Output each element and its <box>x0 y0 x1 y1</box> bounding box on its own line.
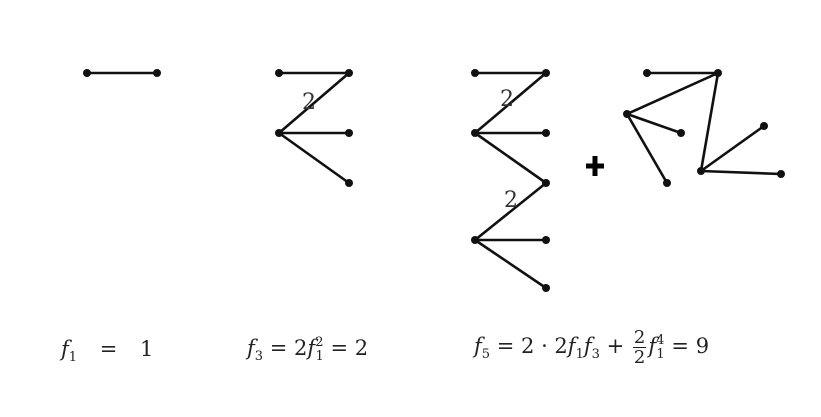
function-symbol: f <box>307 336 316 360</box>
vertex <box>714 69 722 77</box>
tree-f1 <box>83 69 161 77</box>
value: 9 <box>695 334 710 358</box>
subscript: 3 <box>591 347 600 362</box>
vertex <box>345 179 353 187</box>
function-symbol: f <box>61 337 69 361</box>
superscript: 2 <box>315 335 324 350</box>
fraction-numerator: 2 <box>633 327 646 348</box>
vertex <box>542 284 550 292</box>
subscript: 3 <box>254 349 264 364</box>
subscript: 1 <box>656 347 665 362</box>
vertex <box>275 129 283 137</box>
edge <box>473 71 548 135</box>
vertex <box>153 69 161 77</box>
vertex <box>760 122 768 130</box>
subscript: 1 <box>575 347 584 362</box>
vertex <box>542 129 550 137</box>
vertex <box>777 170 785 178</box>
edge <box>625 112 683 135</box>
subscript: 5 <box>481 347 491 362</box>
multiplicity-label: 2 <box>504 188 518 213</box>
edge <box>699 124 766 173</box>
function-symbol: f <box>474 334 482 358</box>
formula-f3: f3 = 2f21 = 2 <box>247 335 368 364</box>
vertex <box>663 179 671 187</box>
edge <box>277 131 351 185</box>
edge <box>277 71 351 135</box>
equals-sign: = <box>269 336 288 360</box>
vertex <box>542 179 550 187</box>
subscript: 1 <box>315 349 324 364</box>
vertex <box>542 69 550 77</box>
plus-operator: + <box>606 334 625 358</box>
function-symbol: f <box>247 336 255 360</box>
vertex <box>697 167 705 175</box>
coefficient: 2 · 2 <box>521 334 568 358</box>
vertex <box>471 69 479 77</box>
vertex <box>83 69 91 77</box>
subscript: 1 <box>68 350 78 365</box>
edge <box>699 169 783 176</box>
tree-f5-chain: 2 2 <box>471 69 550 292</box>
equals-sign: = <box>496 334 515 358</box>
superscript: 4 <box>656 333 665 348</box>
multiplicity-label: 2 <box>500 87 514 112</box>
edge <box>625 71 720 116</box>
vertex <box>677 129 685 137</box>
vertex <box>643 69 651 77</box>
tree-f3: 2 <box>275 69 353 187</box>
vertex <box>471 236 479 244</box>
vertex <box>275 69 283 77</box>
edge <box>699 71 720 173</box>
fraction-denominator: 2 <box>632 347 647 368</box>
vertex <box>623 110 631 118</box>
value: 2 <box>354 336 369 360</box>
equals-sign: = <box>330 336 349 360</box>
vertex <box>542 236 550 244</box>
tree-f5-branching <box>623 69 785 187</box>
edge <box>473 238 548 290</box>
vertex <box>471 129 479 137</box>
vertex <box>345 129 353 137</box>
equals-sign: = <box>99 337 118 361</box>
coefficient: 2 <box>294 336 308 360</box>
value: 1 <box>140 337 154 361</box>
edge <box>473 131 548 185</box>
equals-sign: = <box>671 334 689 358</box>
multiplicity-label: 2 <box>302 90 316 115</box>
edge <box>625 112 669 185</box>
formula-f1: f1 = 1 <box>61 337 153 365</box>
plus-sign <box>586 156 604 176</box>
vertex <box>345 69 353 77</box>
edge <box>473 181 548 242</box>
